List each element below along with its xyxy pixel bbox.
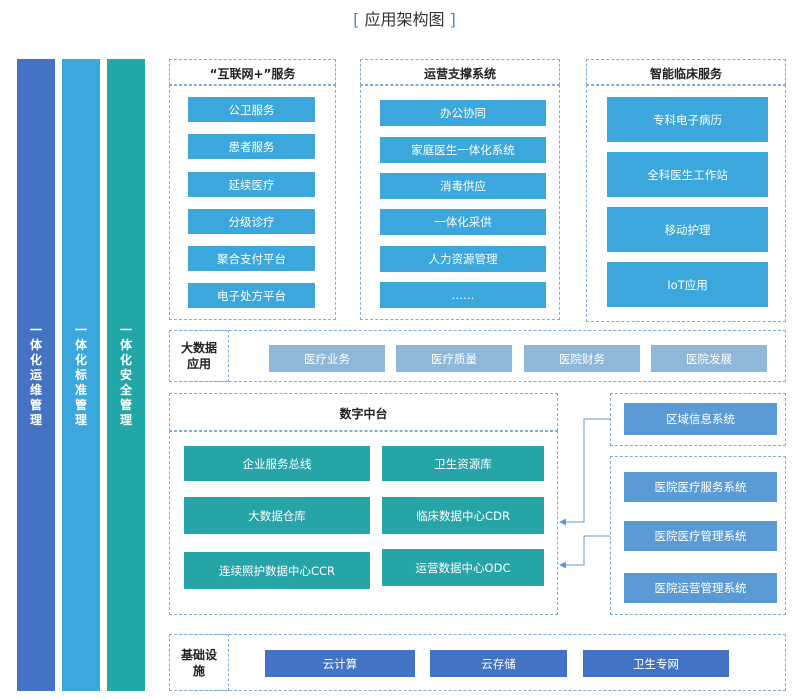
big-data-warehouse: 大数据仓库 [184, 497, 370, 534]
smart-clinical-header-box [586, 59, 786, 85]
big-data-app-label-box [169, 330, 229, 382]
diagram-title: [ 应用架构图 ] [0, 6, 809, 30]
medical-business: 医疗业务 [269, 345, 385, 372]
patient-service: 患者服务 [188, 134, 315, 159]
hospital-ops-management-system: 医院运营管理系统 [624, 573, 777, 603]
internet-service-panel [169, 85, 336, 320]
ops-management-bar: 一体化运维管理 [17, 59, 55, 691]
security-management-label: 一体化安全管理 [119, 322, 132, 427]
mobile-nursing: 移动护理 [607, 207, 768, 252]
medical-quality: 医疗质量 [396, 345, 512, 372]
smart-clinical-panel [586, 85, 786, 322]
health-resource-db: 卫生资源库 [382, 446, 544, 481]
continuous-care-data-center-ccr: 连续照护数据中心CCR [184, 552, 370, 589]
more-ellipsis: …… [380, 282, 546, 308]
internet-service-header: “互联网+”服务 [209, 67, 296, 81]
ops-data-center-odc: 运营数据中心ODC [382, 549, 544, 586]
cloud-storage: 云存储 [430, 650, 567, 677]
internet-service-header-box [169, 59, 336, 85]
ops-support-header-box [360, 59, 560, 85]
digital-middle-header: 数字中台 [339, 407, 388, 421]
office-collaboration: 办公协同 [380, 100, 546, 126]
continued-care: 延续医疗 [188, 172, 315, 197]
regional-system-box [610, 393, 786, 446]
big-data-app-label: 大数据应用 [180, 341, 217, 371]
hospital-medical-management-system: 医院医疗管理系统 [624, 521, 777, 551]
tiered-diagnosis: 分级诊疗 [188, 209, 315, 234]
health-private-network: 卫生专网 [583, 650, 729, 677]
ops-support-panel [360, 85, 560, 320]
specialty-emr: 专科电子病历 [607, 97, 768, 142]
digital-middle-header-box [169, 393, 558, 431]
hr-management: 人力资源管理 [380, 246, 546, 272]
clinical-data-center-cdr: 临床数据中心CDR [382, 497, 544, 534]
iot-application: IoT应用 [607, 262, 768, 307]
disinfection-supply: 消毒供应 [380, 173, 546, 199]
title-bracket-open: [ [353, 10, 360, 29]
hospital-systems-box [610, 456, 786, 615]
regional-to-cdr-arrow [559, 418, 610, 526]
enterprise-service-bus: 企业服务总线 [184, 446, 370, 481]
title-bracket-close: ] [449, 10, 456, 29]
title-text: 应用架构图 [364, 10, 445, 29]
gp-workstation: 全科医生工作站 [607, 152, 768, 197]
infrastructure-label-box [169, 634, 229, 691]
hospital-medical-service-system: 医院医疗服务系统 [624, 472, 777, 502]
family-doctor-system: 家庭医生一体化系统 [380, 137, 546, 163]
security-management-bar: 一体化安全管理 [107, 59, 145, 691]
regional-info-system: 区域信息系统 [624, 403, 777, 435]
ops-management-label: 一体化运维管理 [29, 322, 42, 427]
public-health-service: 公卫服务 [188, 97, 315, 122]
aggregate-payment-platform: 聚合支付平台 [188, 246, 315, 271]
cloud-computing: 云计算 [265, 650, 415, 677]
hospital-development: 医院发展 [651, 345, 767, 372]
smart-clinical-header: 智能临床服务 [649, 67, 722, 81]
standard-management-label: 一体化标准管理 [74, 322, 87, 427]
hospital-finance: 医院财务 [524, 345, 640, 372]
ops-support-header: 运营支撑系统 [423, 67, 496, 81]
infrastructure-label: 基础设施 [180, 647, 217, 678]
digital-middle-panel [169, 431, 558, 615]
standard-management-bar: 一体化标准管理 [62, 59, 100, 691]
e-prescription-platform: 电子处方平台 [188, 283, 315, 308]
hospital-to-odc-arrow [559, 535, 610, 569]
integrated-procurement: 一体化采供 [380, 209, 546, 235]
